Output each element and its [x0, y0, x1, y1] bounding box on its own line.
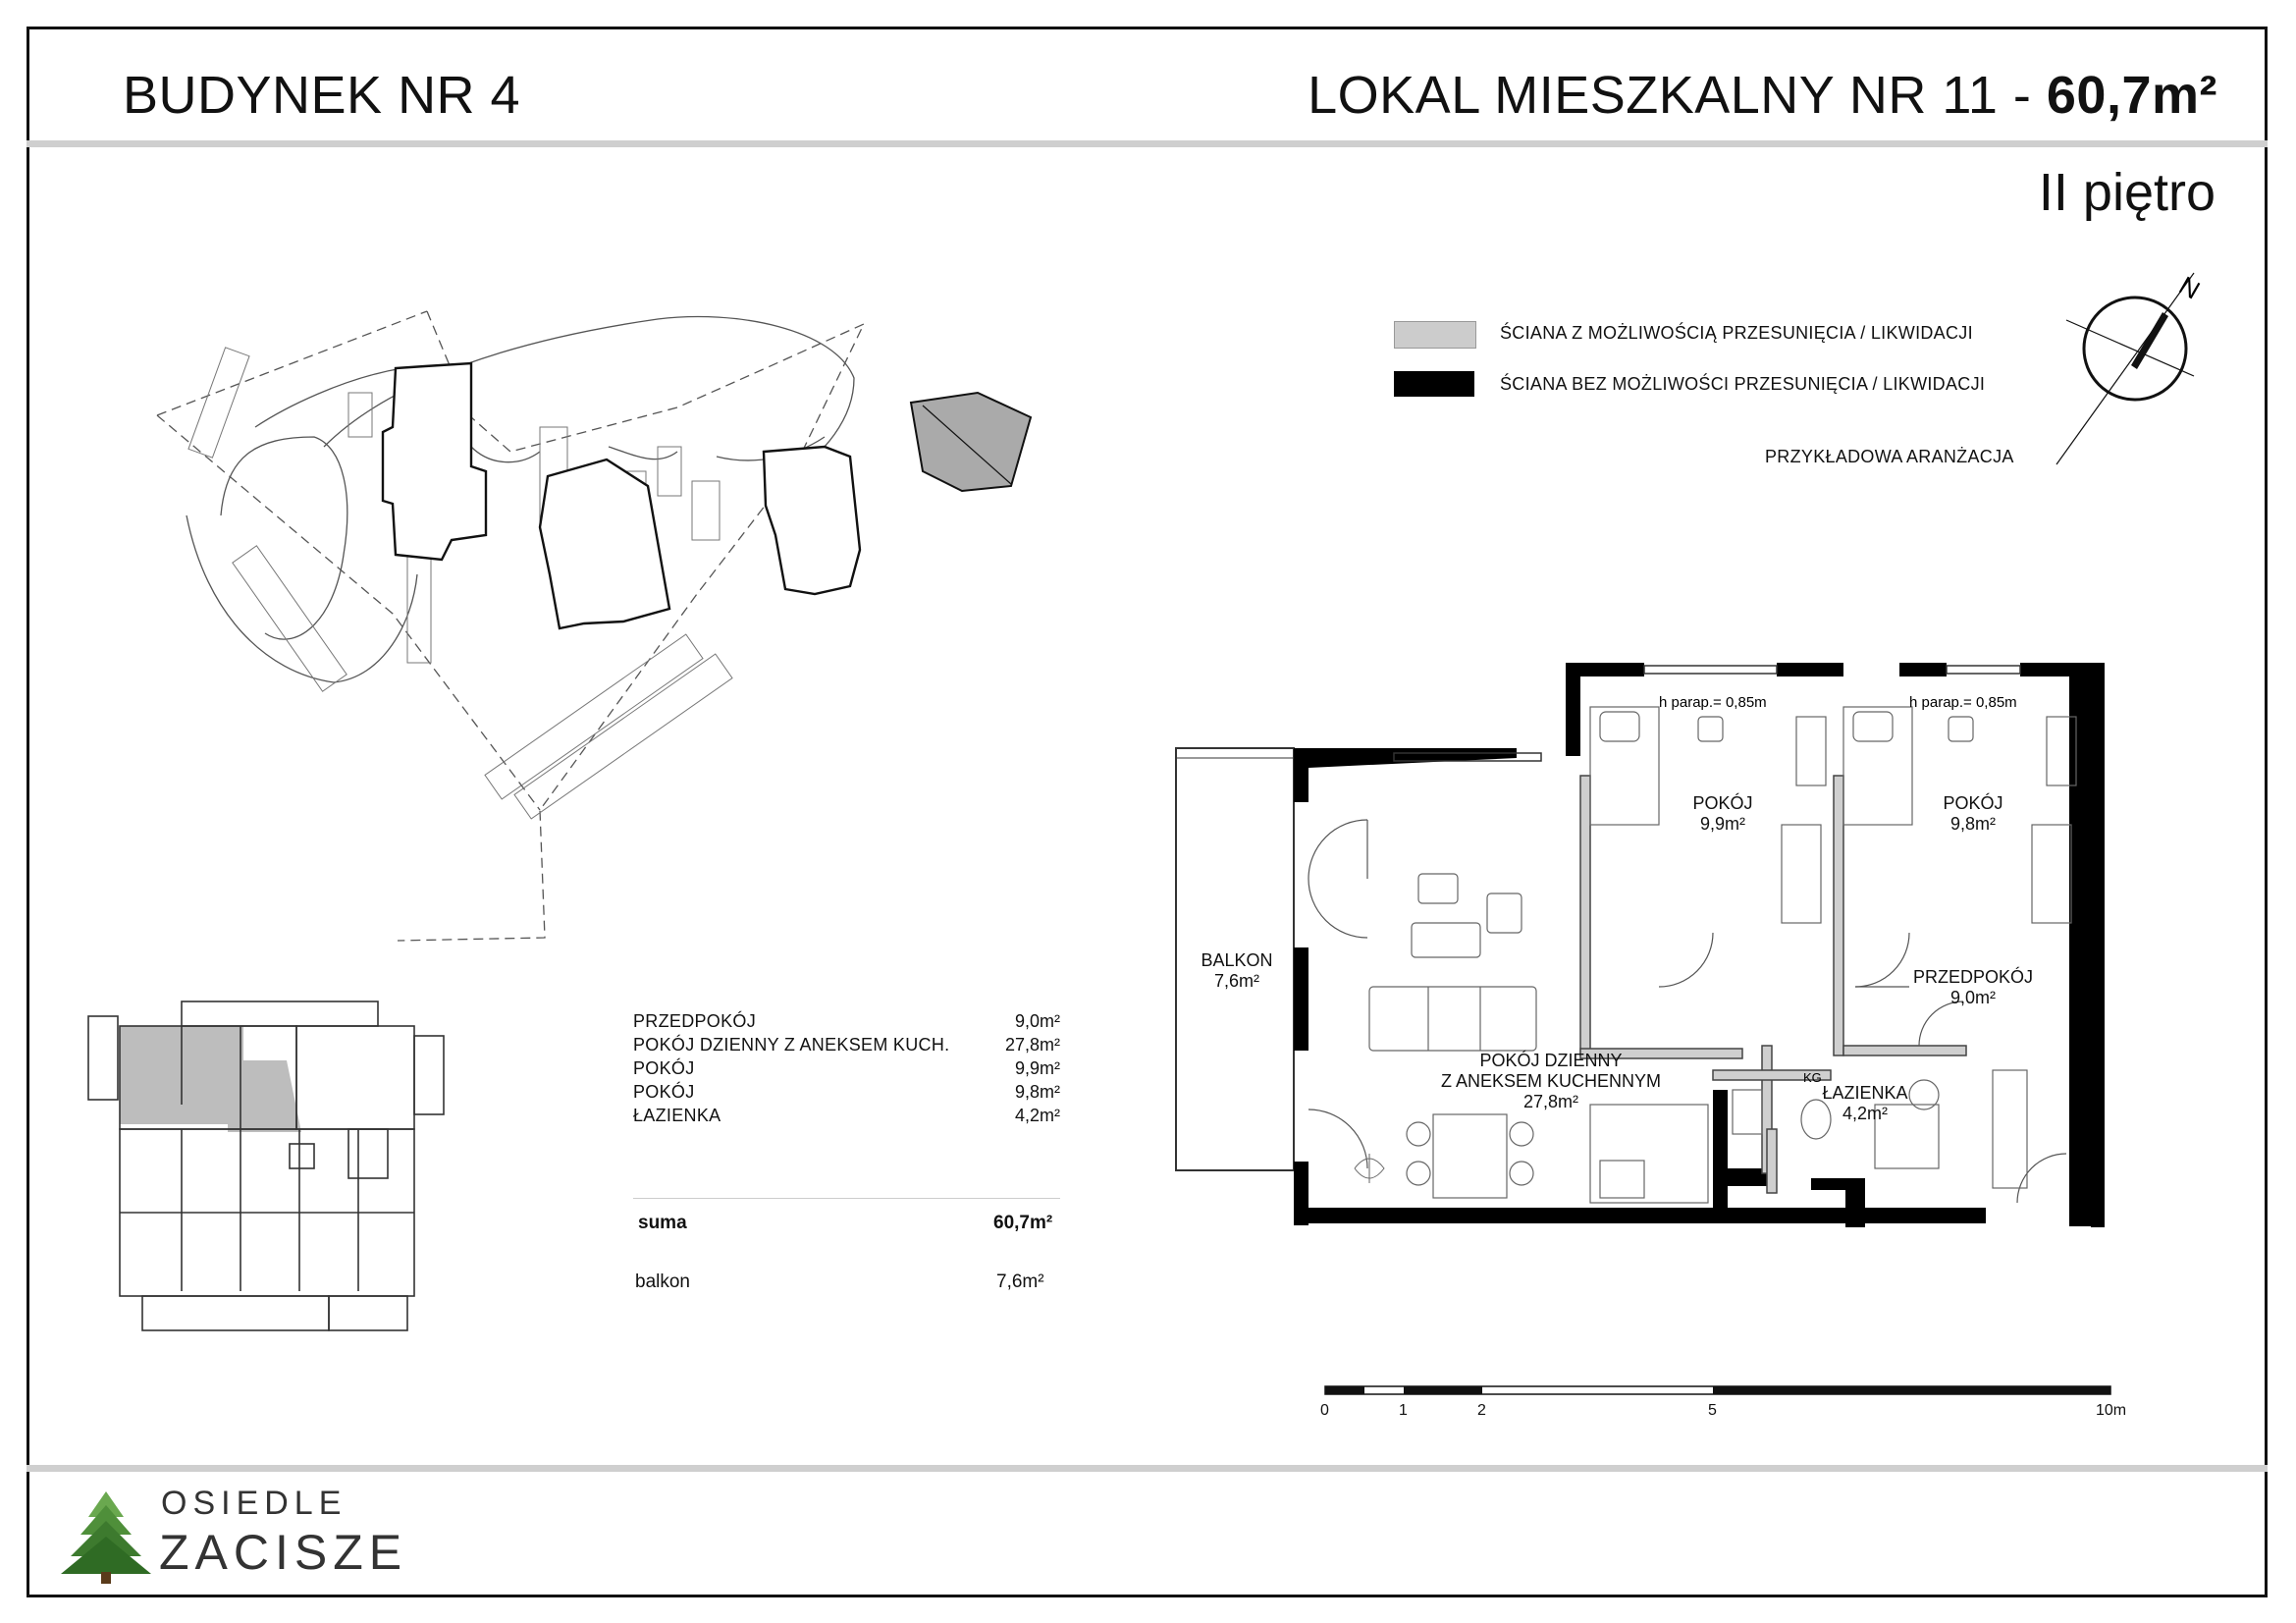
balcony-row-label: balkon: [635, 1271, 690, 1292]
kg-label: KG: [1803, 1070, 1822, 1085]
compass-icon: N: [2056, 270, 2204, 465]
movable-wall-label: ŚCIANA Z MOŻLIWOŚCIĄ PRZESUNIĘCIA / LIKW…: [1500, 323, 1973, 343]
fixed-wall-label: ŚCIANA BEZ MOŻLIWOŚCI PRZESUNIĘCIA / LIK…: [1500, 374, 1986, 394]
site-plan: [156, 310, 1033, 942]
scale-bar: [1324, 1385, 2111, 1395]
building-title: BUDYNEK NR 4: [123, 66, 521, 125]
compass-north-label: N: [2174, 270, 2204, 304]
summary-area: 60,7m²: [993, 1213, 1053, 1233]
movable-wall-swatch: [1394, 321, 1476, 349]
floor-label: II piętro: [2038, 163, 2216, 222]
scale-tick-10: 10m: [2096, 1402, 2127, 1419]
logo-line2: ZACISZE: [159, 1525, 408, 1580]
summary-divider: [633, 1198, 1060, 1199]
unit-area: 60,7m²: [2046, 66, 2217, 125]
unit-title: LOKAL MIESZKALNY NR 11 - 60,7m²: [1308, 66, 2217, 125]
header-rule: [27, 140, 2268, 147]
balcony-row-area: 7,6m²: [996, 1271, 1044, 1292]
tree-logo-icon: [61, 1491, 151, 1584]
summary-label: suma: [638, 1213, 687, 1233]
sample-arrangement-label: PRZYKŁADOWA ARANŻACJA: [1765, 447, 2014, 466]
parapet-label-1: h parap.= 0,85m: [1659, 694, 1767, 711]
fixed-wall-swatch: [1394, 371, 1474, 397]
building-key-plan: [87, 1001, 445, 1331]
parapet-label-2: h parap.= 0,85m: [1909, 694, 2017, 711]
scale-tick-0: 0: [1320, 1402, 1329, 1419]
page-frame: [27, 27, 2268, 1597]
footer-rule: [27, 1465, 2268, 1472]
room-row: POKÓJ DZIENNY Z ANEKSEM KUCH.27,8m²: [633, 1035, 1060, 1055]
scale-tick-5: 5: [1708, 1402, 1717, 1419]
apartment-floor-plan: h parap.= 0,85m h parap.= 0,85m KG: [1175, 663, 2105, 1227]
scale-tick-1: 1: [1399, 1402, 1408, 1419]
scale-tick-2: 2: [1477, 1402, 1486, 1419]
logo-line1: OSIEDLE: [161, 1485, 347, 1522]
